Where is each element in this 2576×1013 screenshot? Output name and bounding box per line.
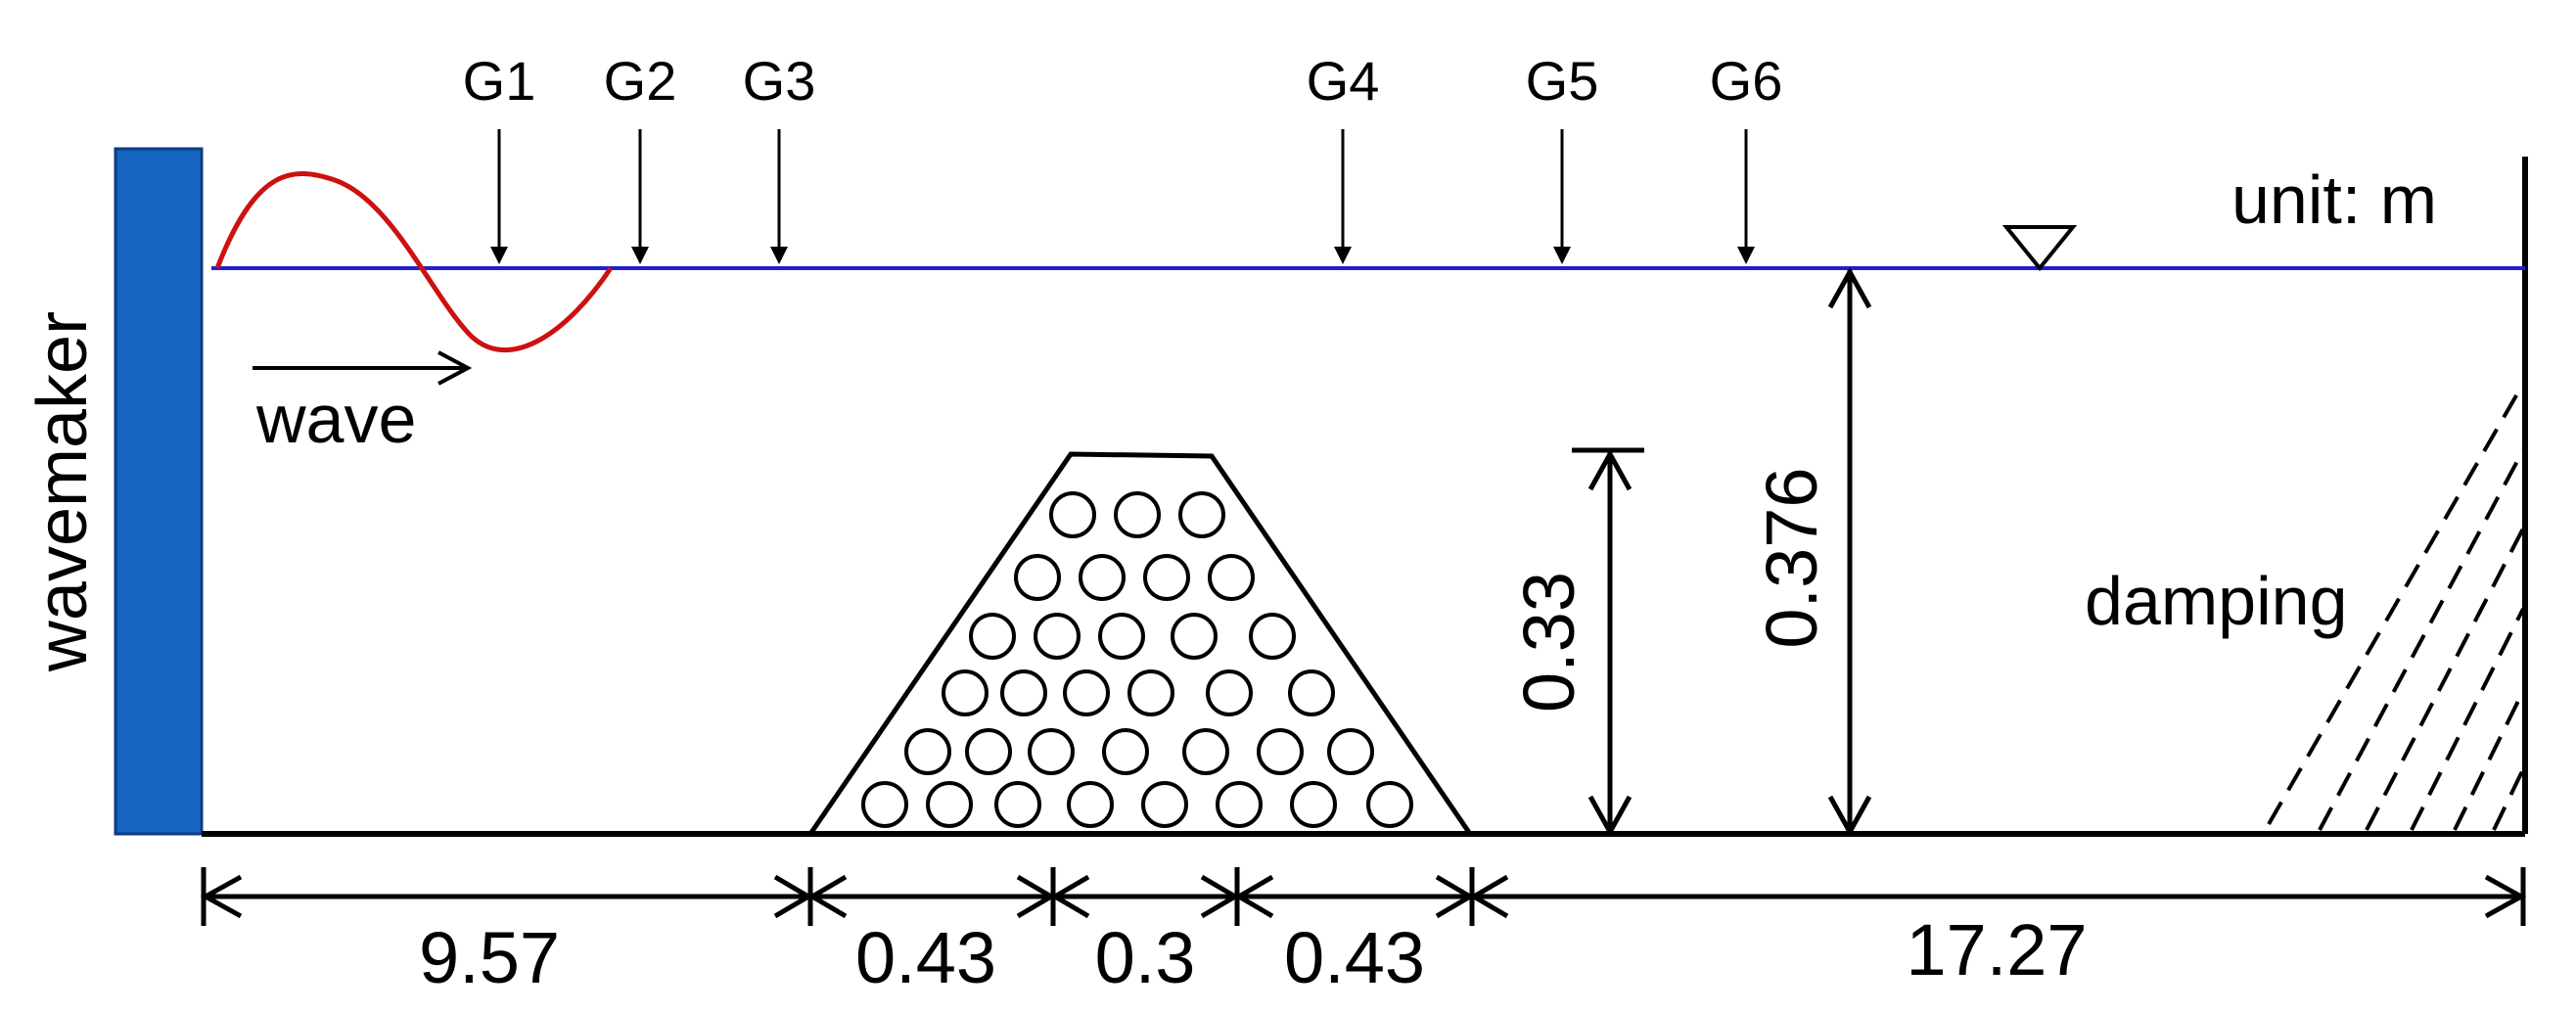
cylinder [861, 781, 908, 828]
damping-zone [2267, 382, 2525, 831]
gauge-label: G3 [743, 50, 816, 112]
cylinder [1141, 781, 1188, 828]
cylinder [1127, 669, 1174, 716]
water-depth-dimension: 0.376 [1751, 266, 1872, 838]
cylinder [1000, 669, 1047, 716]
dimension-arrowhead-icon [1587, 448, 1633, 491]
cylinder [1102, 728, 1149, 775]
cylinder [1114, 491, 1161, 538]
dimension-arrowhead-icon [1469, 874, 1509, 919]
unit-label: unit: m [2231, 161, 2437, 238]
gauge-g1: G1 [463, 50, 536, 264]
gauge-g6: G6 [1710, 50, 1783, 264]
gauge-label: G4 [1307, 50, 1380, 112]
dimension-arrowhead-icon [1234, 874, 1274, 919]
cylinder [1290, 781, 1337, 828]
gauge-g3: G3 [743, 50, 816, 264]
gauge-g4: G4 [1307, 50, 1380, 264]
gauge-markers: G1 G2 G3 G4 G5 G6 [463, 50, 1783, 264]
gauge-label: G2 [604, 50, 677, 112]
structure-height-label: 0.33 [1508, 572, 1589, 713]
cylinder [1208, 554, 1255, 601]
cylinder [965, 728, 1012, 775]
cylinder [1171, 613, 1218, 660]
dimension-arrowhead-icon [200, 874, 243, 919]
cylinder [904, 728, 951, 775]
structure-height-dimension: 0.33 [1508, 447, 1644, 838]
gauge-label: G5 [1526, 50, 1599, 112]
cylinder [1216, 781, 1263, 828]
damping-hatch-line [2492, 768, 2525, 831]
dimension-arrowhead-icon [1827, 266, 1872, 309]
wavemaker-paddle [114, 147, 204, 836]
damping-hatch-line [2365, 528, 2525, 831]
cylinder [969, 613, 1016, 660]
cylinder [1288, 669, 1335, 716]
dimension-label-back-slope: 0.43 [1284, 917, 1425, 998]
dimension-arrowhead-icon [1050, 874, 1090, 919]
damping-hatch-line [2410, 608, 2525, 831]
dimension-arrowhead-icon [2484, 874, 2527, 919]
gauge-arrowhead-icon [1553, 247, 1571, 264]
gauge-g2: G2 [604, 50, 677, 264]
water-depth-label: 0.376 [1751, 467, 1832, 648]
dimension-label-run-up: 9.57 [419, 917, 560, 998]
gauge-arrowhead-icon [1334, 247, 1352, 264]
damping-label: damping [2085, 563, 2348, 639]
damping-hatch-line [2318, 449, 2525, 831]
breakwater-cylinders [861, 491, 1413, 828]
dimension-arrowhead-icon [1587, 795, 1633, 838]
horizontal-dimensions: 9.57 0.43 0.3 0.43 17.27 [200, 867, 2527, 998]
damping-hatch-line [2453, 690, 2525, 831]
gauge-arrowhead-icon [631, 247, 649, 264]
gauge-label: G1 [463, 50, 536, 112]
dimension-label-downstream: 17.27 [1906, 909, 2087, 990]
cylinder [1182, 728, 1229, 775]
dimension-label-front-slope: 0.43 [855, 917, 996, 998]
gauge-g5: G5 [1526, 50, 1599, 264]
cylinder [994, 781, 1041, 828]
cylinder [942, 669, 989, 716]
incident-wave-curve [214, 171, 614, 353]
cylinder [1178, 491, 1225, 538]
dimension-arrowhead-icon [807, 874, 848, 919]
cylinder [926, 781, 973, 828]
gauge-label: G6 [1710, 50, 1783, 112]
wave-label: wave [255, 381, 416, 457]
cylinder [1249, 613, 1296, 660]
cylinder [1366, 781, 1413, 828]
water-level-symbol-icon [2001, 225, 2078, 272]
dimension-arrowhead-icon [1827, 795, 1872, 838]
gauge-arrowhead-icon [770, 247, 788, 264]
cylinder [1014, 554, 1061, 601]
dimension-label-crest: 0.3 [1095, 917, 1196, 998]
cylinder [1327, 728, 1374, 775]
cylinder [1063, 669, 1110, 716]
cylinder [1098, 613, 1145, 660]
damping-hatch-line [2267, 382, 2525, 826]
cylinder [1067, 781, 1114, 828]
cylinder [1257, 728, 1304, 775]
cylinder [1028, 728, 1075, 775]
gauge-arrowhead-icon [1737, 247, 1755, 264]
cylinder [1049, 491, 1096, 538]
gauge-arrowhead-icon [490, 247, 508, 264]
cylinder [1079, 554, 1126, 601]
wave-direction-arrowhead-icon [437, 350, 473, 386]
trapezoidal-breakwater [805, 451, 1475, 837]
wavemaker-label: wavemaker [23, 311, 102, 672]
cylinder [1143, 554, 1190, 601]
cylinder [1206, 669, 1253, 716]
cylinder [1034, 613, 1081, 660]
